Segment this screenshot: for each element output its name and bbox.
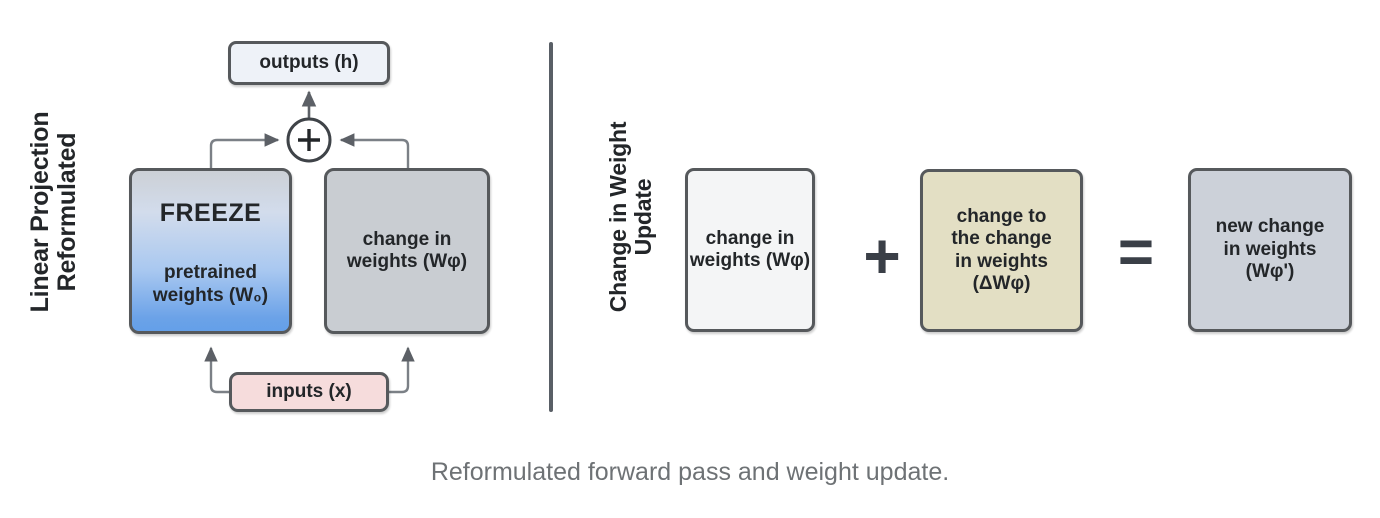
- node-change-label-line1: change in: [362, 228, 452, 250]
- plus-operator: +: [863, 220, 901, 292]
- node-delta-label-line3: in weights: [955, 250, 1048, 272]
- node-new-label-line1: new change: [1215, 216, 1325, 238]
- node-change-in-weights-current[interactable]: change in weights (Wφ): [685, 168, 815, 332]
- node-new-label-line3: (Wφ'): [1245, 261, 1295, 283]
- left-panel-side-label-line2: Reformulated: [53, 132, 81, 292]
- node-wphi-label-line1: change in: [705, 227, 795, 249]
- node-wphi-label-line2: weights (Wφ): [689, 250, 811, 271]
- panel-divider: [549, 42, 553, 412]
- node-outputs[interactable]: outputs (h): [228, 41, 390, 85]
- node-pretrained-weights[interactable]: FREEZE pretrained weights (W₀): [129, 168, 292, 334]
- arrow-change-to-sum: [339, 133, 410, 168]
- node-new-change-in-weights[interactable]: new change in weights (Wφ'): [1188, 168, 1352, 332]
- node-inputs-label: inputs (x): [266, 380, 352, 402]
- node-outputs-label: outputs (h): [259, 51, 359, 73]
- node-new-label-line2: in weights: [1223, 238, 1317, 260]
- node-pretrained-label-line2: weights (W₀): [152, 284, 269, 306]
- arrow-inputs-to-pretrained: [204, 346, 229, 394]
- node-delta-change-in-weights[interactable]: change to the change in weights (ΔWφ): [920, 169, 1083, 332]
- freeze-badge-label: FREEZE: [159, 198, 262, 227]
- right-panel-side-label: Change in Weight Update: [605, 87, 664, 347]
- right-panel-side-label-line1: Change in Weight: [605, 121, 631, 313]
- node-pretrained-label-line1: pretrained: [164, 262, 257, 284]
- equals-operator: =: [1117, 218, 1155, 287]
- arrow-inputs-to-change: [389, 346, 415, 394]
- left-panel-side-label: Linear Projection Reformulated: [26, 67, 85, 357]
- node-delta-label-line1: change to: [956, 205, 1047, 227]
- node-change-in-weights[interactable]: change in weights (Wφ): [324, 168, 490, 334]
- node-delta-label-line2: the change: [951, 228, 1052, 250]
- arrow-pretrained-to-sum: [209, 133, 280, 168]
- node-inputs[interactable]: inputs (x): [229, 372, 389, 412]
- node-change-label-line2: weights (Wφ): [346, 251, 468, 272]
- node-delta-label-line4: (ΔWφ): [972, 272, 1031, 294]
- sum-node-circle: [286, 117, 332, 163]
- figure-caption: Reformulated forward pass and weight upd…: [430, 458, 950, 486]
- right-panel-side-label-line2: Update: [629, 178, 656, 256]
- left-panel-side-label-line1: Linear Projection: [26, 111, 54, 313]
